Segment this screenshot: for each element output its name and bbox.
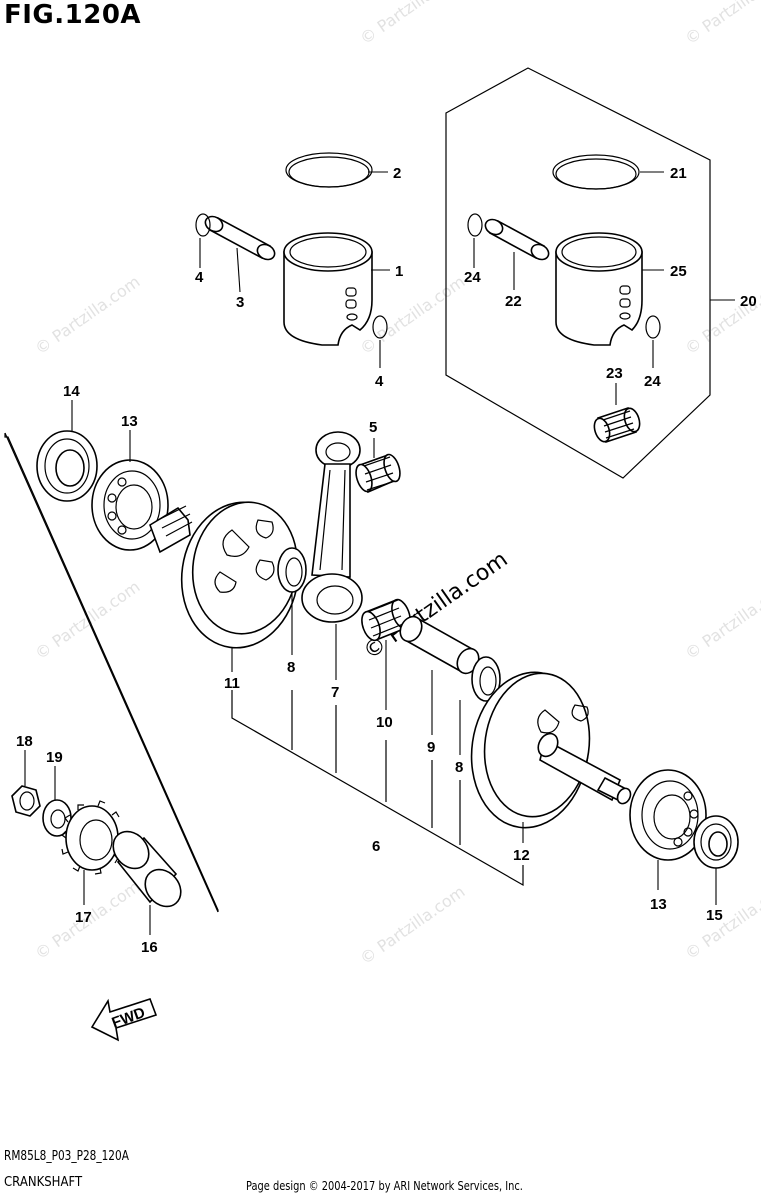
- callout-11: 11: [224, 675, 240, 692]
- piston-kit-outline: [445, 67, 711, 479]
- callout-20: 20: [740, 293, 757, 310]
- watermark: © Partzilla.com: [356, 882, 468, 968]
- circlip: [372, 315, 388, 339]
- crank-web-left: [149, 501, 300, 649]
- circlip: [195, 213, 211, 237]
- callout-19: 19: [46, 749, 63, 766]
- callout-10: 10: [376, 714, 393, 731]
- crank-pin: [399, 615, 480, 675]
- primary-drive-gear: [61, 800, 124, 875]
- callout-5: 5: [369, 419, 377, 436]
- bearing-right: [629, 769, 707, 861]
- figure-code: RM85L8_P03_P28_120A: [4, 1149, 129, 1164]
- callout-12: 12: [513, 847, 530, 864]
- callout-8: 8: [287, 659, 295, 676]
- forward-arrow-icon: FWD: [90, 998, 158, 1042]
- callout-17: 17: [75, 909, 92, 926]
- callout-13: 13: [121, 413, 138, 430]
- small-end-bearing: [355, 453, 401, 494]
- oil-seal-right: [693, 815, 739, 869]
- watermark: © Partzilla.com: [681, 577, 761, 663]
- callout-8: 8: [455, 759, 463, 776]
- callout-4: 4: [375, 373, 384, 390]
- callout-1: 1: [395, 263, 403, 280]
- forward-label: FWD: [110, 1004, 148, 1032]
- callout-2: 2: [393, 165, 401, 182]
- assembly-bracket: [231, 690, 524, 887]
- kit-circlip: [467, 213, 483, 237]
- nut: [11, 785, 41, 817]
- watermark: © Partzilla.com: [681, 0, 761, 48]
- watermark: © Partzilla.com: [31, 577, 143, 663]
- watermark: © Partzilla.com: [356, 0, 468, 48]
- kit-needle-bearing: [593, 406, 641, 444]
- crank-web-right: [470, 671, 632, 829]
- kit-circlip: [645, 315, 661, 339]
- callout-24: 24: [644, 373, 661, 390]
- callout-4: 4: [195, 269, 204, 286]
- callout-22: 22: [505, 293, 522, 310]
- watermark: © Partzilla.com: [356, 272, 468, 358]
- callout-15: 15: [706, 907, 723, 924]
- callout-16: 16: [141, 939, 158, 956]
- callout-6: 6: [372, 838, 380, 855]
- figure-title: FIG.120A: [4, 0, 142, 30]
- spacer: [112, 830, 182, 908]
- callout-13: 13: [650, 896, 667, 913]
- crankshaft-assembly-line: [4, 432, 219, 913]
- callout-18: 18: [16, 733, 33, 750]
- callout-7: 7: [331, 684, 339, 701]
- callout-14: 14: [63, 383, 80, 400]
- callout-25: 25: [670, 263, 687, 280]
- kit-piston-pin: [484, 218, 550, 261]
- callout-21: 21: [670, 165, 687, 182]
- leader-lines: [24, 171, 735, 935]
- callout-3: 3: [236, 294, 244, 311]
- callout-23: 23: [606, 365, 623, 382]
- figure-name: CRANKSHAFT: [4, 1175, 83, 1190]
- piston: [283, 232, 373, 346]
- thrust-washer-right: [471, 656, 501, 702]
- kit-piston: [555, 232, 643, 346]
- big-end-bearing: [361, 598, 411, 642]
- oil-seal-left: [36, 430, 98, 502]
- thrust-washer-left: [277, 547, 307, 593]
- piston-pin: [204, 215, 276, 261]
- watermark: © Partzilla.com: [31, 272, 143, 358]
- piston-ring: [285, 152, 373, 188]
- callout-24: 24: [464, 269, 481, 286]
- copyright-notice: Page design © 2004-2017 by ARI Network S…: [246, 1179, 523, 1193]
- watermark: © Partzilla.com: [681, 272, 761, 358]
- kit-piston-ring: [552, 154, 640, 190]
- callout-numbers: 1 2 3 4 4 5 6 7 8 8 9 10 11 12 13 13 14 …: [16, 165, 757, 956]
- callout-9: 9: [427, 739, 435, 756]
- connecting-rod: [301, 431, 363, 623]
